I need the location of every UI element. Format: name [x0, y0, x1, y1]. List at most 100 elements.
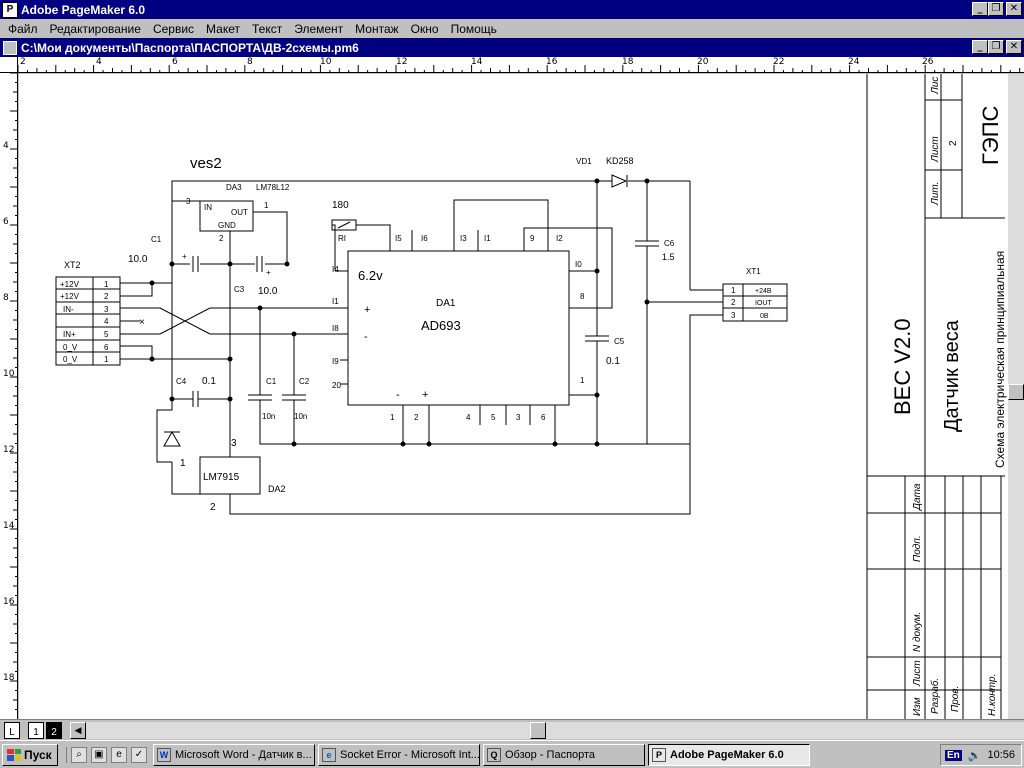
language-indicator[interactable]: En [945, 749, 962, 761]
c4-ref: C4 [176, 377, 187, 386]
c3-ref: C3 [234, 285, 245, 294]
xt2-pin-name: IN+ [63, 330, 76, 339]
h-ruler-label: 4 [96, 57, 102, 67]
xt2-label: XT2 [64, 260, 81, 270]
channels-icon[interactable]: ✓ [131, 746, 147, 763]
stamp-list: Лист [930, 136, 941, 163]
ruler-corner[interactable] [0, 57, 18, 73]
da3-pin-gnd: 2 [219, 234, 224, 243]
task-word[interactable]: W Microsoft Word - Датчик в... [153, 743, 315, 766]
browser-icon[interactable]: e [111, 746, 127, 763]
menu-edit[interactable]: Редактирование [49, 21, 141, 36]
menu-layout[interactable]: Макет [206, 21, 240, 36]
svg-text:+: + [182, 252, 187, 261]
menu-utilities[interactable]: Сервис [152, 21, 195, 36]
stamp-prov: Пров. [950, 686, 961, 712]
v-ruler-label: 8 [3, 293, 9, 303]
c4-value: 0.1 [202, 376, 216, 387]
xt1-pin-num: 3 [731, 311, 736, 320]
page-icon-master[interactable]: L [4, 722, 20, 739]
doc-close-button[interactable]: ✕ [1006, 40, 1022, 54]
da1-pin-top: I6 [421, 234, 428, 243]
da2-pin3: 3 [231, 438, 237, 449]
desktop-icon[interactable]: ▣ [91, 746, 107, 763]
v-ruler-label: 12 [3, 445, 15, 455]
xt1-pin-num: 2 [731, 298, 736, 307]
ie-icon: e [322, 747, 336, 762]
xt2-pin-num: 3 [104, 305, 109, 314]
da1-pin-top: I2 [556, 234, 563, 243]
start-button[interactable]: Пуск [2, 743, 58, 766]
da3-ref: DA3 [226, 183, 242, 192]
task-label: Microsoft Word - Датчик в... [175, 748, 312, 761]
v-ruler-label: 16 [3, 597, 15, 607]
maximize-button[interactable]: ❐ [988, 2, 1004, 16]
svg-text:+: + [364, 304, 370, 316]
xt2-pin-name: 0_V [63, 343, 78, 352]
h-ruler-label: 26 [922, 57, 934, 67]
menu-file[interactable]: Файл [8, 21, 38, 36]
stamp-ndokum: N докум. [912, 612, 923, 652]
pagemaker-icon[interactable]: P [2, 1, 18, 18]
menu-help[interactable]: Помощь [450, 21, 497, 36]
xt1-pin-name: 0B [760, 313, 769, 320]
horizontal-ruler[interactable]: 2 4 6 8 10 12 14 16 18 20 22 24 26 [18, 57, 1024, 73]
da2-part: LM7915 [203, 472, 240, 483]
stamp-doc-type: Схема электрическая принципиальная [993, 251, 1007, 468]
horizontal-scroll-thumb[interactable] [530, 722, 546, 739]
c1-top-ref: C1 [151, 235, 162, 244]
task-explorer[interactable]: Q Обзор - Паспорта [483, 743, 645, 766]
minimize-button[interactable]: _ [972, 2, 988, 16]
search-icon[interactable]: ⌕ [71, 746, 87, 763]
document-icon[interactable] [3, 40, 17, 55]
stamp-name: Датчик веса [941, 319, 963, 432]
menu-type[interactable]: Текст [252, 21, 283, 36]
task-label: Adobe PageMaker 6.0 [670, 748, 784, 761]
quick-launch: ⌕ ▣ e ✓ [66, 746, 147, 763]
vertical-scroll-thumb[interactable] [1008, 384, 1024, 400]
page-canvas[interactable]: ves2 XT2 +12V +12V IN- IN+ 0_V 0_V 1 2 3… [19, 74, 1024, 719]
schematic-drawing: ves2 XT2 +12V +12V IN- IN+ 0_V 0_V 1 2 3… [55, 74, 1007, 719]
c1-value: 10n [262, 412, 275, 421]
xt2-pin-name: IN- [63, 305, 74, 314]
menu-arrange[interactable]: Монтаж [355, 21, 399, 36]
v-ruler-label: 10 [3, 369, 15, 379]
da1-pin-top: I1 [484, 234, 491, 243]
page-icon-2[interactable]: 2 [46, 722, 62, 739]
menu-element[interactable]: Элемент [294, 21, 344, 36]
scroll-left-button[interactable]: ◀ [70, 722, 86, 739]
speaker-icon[interactable]: 🔈 [967, 749, 982, 762]
system-tray: En 🔈 10:56 [940, 744, 1022, 766]
app-title: Adobe PageMaker 6.0 [21, 2, 146, 17]
explorer-icon: Q [487, 747, 501, 762]
stamp-podp: Подп. [912, 535, 923, 562]
menu-window[interactable]: Окно [410, 21, 439, 36]
xt2-pin-name: +12V [60, 292, 80, 301]
c6-value: 1.5 [662, 252, 675, 262]
task-internet-explorer[interactable]: e Socket Error - Microsoft Int... [318, 743, 480, 766]
stamp-list2: Лист [912, 660, 923, 687]
horizontal-scrollbar[interactable]: ◀ [70, 722, 1024, 739]
c1-ref: C1 [266, 377, 277, 386]
no-connect-mark: × [139, 317, 145, 328]
c1-top-value: 10.0 [128, 254, 148, 265]
stamp-data: Дата [912, 483, 923, 511]
doc-minimize-button[interactable]: _ [972, 40, 988, 54]
da3-pin-out: 1 [264, 201, 269, 210]
da1-pin-left: I8 [332, 324, 339, 333]
v-ruler-label: 18 [3, 673, 15, 683]
da1-pin-left: 20 [332, 381, 341, 390]
stamp-list-num: 2 [948, 140, 959, 146]
start-label: Пуск [24, 747, 52, 762]
page-navigation-bar: L 1 2 ◀ [0, 719, 1024, 740]
doc-maximize-button[interactable]: ❐ [988, 40, 1004, 54]
vertical-ruler[interactable]: 4 6 8 10 12 14 16 18 [0, 73, 18, 719]
close-button[interactable]: ✕ [1006, 2, 1022, 16]
windows-logo-icon [7, 748, 21, 761]
page-icon-1[interactable]: 1 [28, 722, 44, 739]
vertical-scrollbar[interactable] [1008, 74, 1024, 719]
task-pagemaker[interactable]: P Adobe PageMaker 6.0 [648, 743, 810, 766]
xt1-pin-name: +24B [755, 288, 772, 295]
h-ruler-label: 12 [396, 57, 408, 67]
xt2-pin-num: 2 [104, 292, 109, 301]
